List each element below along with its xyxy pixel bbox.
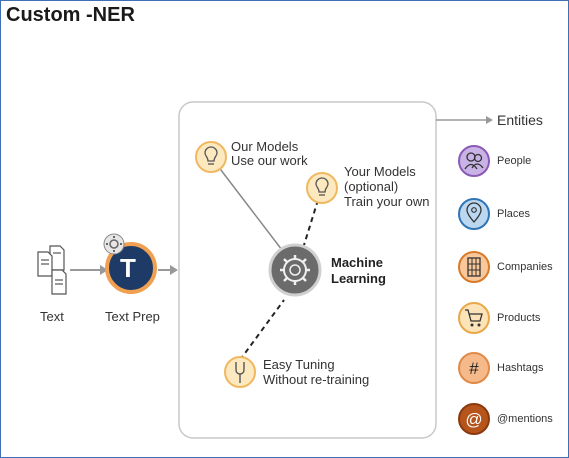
our-models-line1: Our Models — [231, 139, 299, 154]
machine-learning-gear-icon — [268, 243, 322, 297]
entity-label-places: Places — [497, 208, 531, 220]
text-prep-label: Text Prep — [105, 309, 160, 324]
text-prep-letter: T — [120, 253, 136, 283]
text-prep-icon — [103, 233, 157, 294]
entity-hashtags-icon: # — [458, 352, 490, 384]
tuning-line1: Easy Tuning — [263, 357, 335, 372]
entity-label-products: Products — [497, 312, 541, 324]
entity-mentions-icon: @ — [458, 403, 490, 435]
ml-label-line2: Learning — [331, 271, 386, 286]
entity-companies-icon — [458, 251, 490, 283]
entity-label-hashtags: Hashtags — [497, 362, 544, 374]
connector-tuning — [239, 299, 285, 361]
connector-our-models — [210, 156, 283, 251]
your-models-bulb-icon — [306, 172, 338, 204]
entities-header: Entities — [497, 112, 543, 128]
tuning-line2: Without re-training — [263, 372, 370, 387]
entity-products-icon — [458, 302, 490, 334]
your-models-line3: Train your own — [344, 194, 430, 209]
our-models-line2: Use our work — [231, 153, 308, 168]
your-models-line1: Your Models — [344, 164, 416, 179]
slide-title: Custom -NER — [6, 4, 135, 26]
your-models-line2: (optional) — [344, 179, 399, 194]
our-models-bulb-icon — [195, 141, 227, 173]
entity-places-icon — [458, 198, 490, 230]
text-label: Text — [40, 309, 64, 324]
connector-your-models — [303, 199, 319, 246]
arrow-text-to-prep — [70, 265, 108, 275]
arrow-to-entities — [436, 116, 493, 124]
documents-icon — [37, 245, 67, 295]
entity-label-people: People — [497, 155, 532, 167]
arrow-prep-to-ml — [158, 265, 178, 275]
entity-people-icon — [458, 145, 490, 177]
entity-label-mentions: @mentions — [497, 413, 553, 425]
tuning-fork-icon — [224, 356, 256, 388]
ml-label-line1: Machine — [331, 255, 384, 270]
svg-text:#: # — [469, 359, 479, 378]
entity-label-companies: Companies — [497, 261, 553, 273]
svg-text:@: @ — [465, 410, 482, 429]
